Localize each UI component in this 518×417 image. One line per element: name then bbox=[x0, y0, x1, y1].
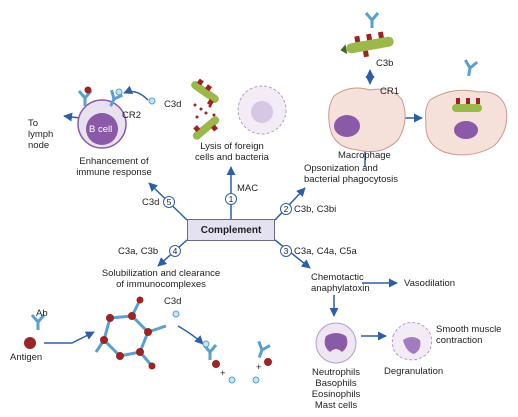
smooth-muscle-label: Smooth muscle contraction bbox=[436, 324, 502, 346]
pathway-number-circles bbox=[163, 193, 292, 257]
product-c3a-c3b: C3a, C3b bbox=[118, 246, 159, 257]
b-cell-label: B cell bbox=[89, 124, 113, 135]
product-c3a-c4a-c5a: C3a, C4a, C5a bbox=[294, 246, 357, 257]
arrow-c3d-binding bbox=[123, 85, 149, 101]
macrophage-label: Macrophage bbox=[338, 150, 391, 161]
arrow-c3d-clearance bbox=[177, 325, 204, 345]
number-circle-1 bbox=[225, 193, 237, 205]
lysis-illustration bbox=[191, 78, 287, 140]
granulocyte-illustration bbox=[315, 322, 433, 364]
complement-label: Complement bbox=[200, 224, 262, 236]
pathway-number-3: 3 bbox=[283, 246, 289, 256]
number-circle-4 bbox=[169, 245, 181, 257]
effect-enhancement: Enhancement of immune response bbox=[76, 156, 152, 178]
pathway-number-5: 5 bbox=[166, 197, 172, 207]
arrow-ab-antigen bbox=[44, 331, 95, 344]
vasodilation-label: Vasodilation bbox=[404, 278, 456, 289]
product-c3d: C3d bbox=[142, 197, 160, 208]
product-c3b-c3bi: C3b, C3bi bbox=[294, 204, 337, 215]
arrow-opsonization bbox=[274, 187, 306, 221]
complement-box: Complement bbox=[187, 219, 275, 241]
plus-sign-2: + bbox=[256, 362, 262, 373]
immunocomplex-illustration bbox=[24, 296, 272, 384]
arrow-chemotactic bbox=[274, 239, 311, 269]
granulocyte-list: Neutrophils Basophils Eosinophils Mast c… bbox=[311, 367, 361, 411]
effect-opsonization: Opsonization and bacterial phagocytosis bbox=[304, 163, 398, 185]
product-mac: MAC bbox=[237, 183, 259, 194]
pathway-number-4: 4 bbox=[172, 246, 178, 256]
ab-label: Ab bbox=[36, 308, 48, 319]
macrophage-illustration bbox=[328, 11, 508, 156]
number-circle-2 bbox=[280, 203, 292, 215]
effect-lysis: Lysis of foreign cells and bacteria bbox=[195, 141, 269, 163]
effect-solubilization: Solubilization and clearance of immunoco… bbox=[101, 268, 221, 290]
antigen-label: Antigen bbox=[10, 352, 43, 363]
plus-sign-1: + bbox=[220, 368, 226, 379]
degranulation-label: Degranulation bbox=[384, 366, 444, 377]
cr1-label: CR1 bbox=[380, 86, 400, 97]
pathway-number-2: 2 bbox=[283, 204, 289, 214]
b-cell-illustration bbox=[77, 86, 156, 149]
effect-chemotactic: Chemotactic anaphylatoxin bbox=[311, 272, 370, 294]
c3d-bcell-label: C3d bbox=[164, 99, 182, 110]
number-circle-5 bbox=[163, 196, 175, 208]
number-circle-3 bbox=[280, 245, 292, 257]
lymph-node-label: To lymph node bbox=[28, 118, 54, 151]
arrow-lymph-node bbox=[63, 112, 81, 122]
cr2-label: CR2 bbox=[122, 110, 142, 121]
c3b-macrophage-label: C3b bbox=[376, 58, 394, 69]
c3d-clearance-label: C3d bbox=[164, 296, 182, 307]
pathway-number-1: 1 bbox=[228, 194, 234, 204]
